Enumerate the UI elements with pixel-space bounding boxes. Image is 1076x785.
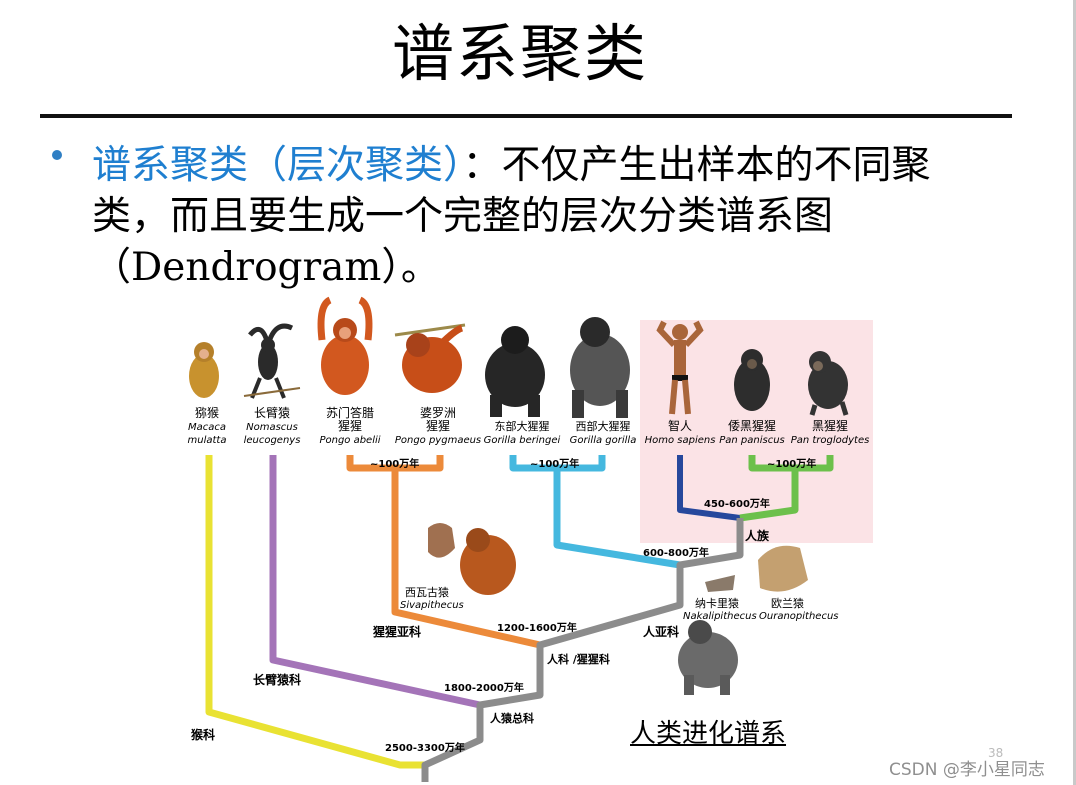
bullet-text: 谱系聚类（层次聚类）：不仅产生出样本的不同聚类，而且要生成一个完整的层次分类谱系… [92,140,992,293]
species-label-cn: 倭黑猩猩 [728,418,776,433]
branch-homo [677,455,741,521]
label-hylobatidae: 长臂猿科 [253,672,301,687]
bullet-rest: ：不仅产生出样本的不同聚类，而且要生成一个完整的层次分类谱系图（Dendrogr… [92,143,931,290]
species-label-cn: 猩猩 [426,418,450,433]
species-label-cn: 猕猴 [195,406,219,420]
nakalipithecus-picture [705,575,735,592]
species-label-latin: leucogenys [244,435,301,446]
label-ourano-latin: Ouranopithecus [759,611,839,622]
species-label-latin: Pan troglodytes [791,435,870,446]
figure-caption: 人类进化谱系 [630,719,787,749]
eastern-gorilla-picture [485,326,545,417]
label-cercopithecidae: 猴科 [191,727,215,742]
label-hominidae-time: 1200-1600万年 [497,621,577,634]
species-label-latin: mulatta [188,435,227,446]
label-sivapithecus-cn: 西瓦古猿 [405,585,449,599]
branch-cercopithecidae [205,455,425,769]
species-label-latin: Gorilla gorilla [570,435,637,446]
label-root-time: 2500-3300万年 [385,741,465,754]
species-label-latin: Pan paniscus [719,435,785,446]
species-label-cn: 黑猩猩 [812,418,848,433]
slide-title: 谱系聚类 [391,17,648,90]
label-hominidae: 人科 /猩猩科 [547,652,610,666]
label-ponginae: 猩猩亚科 [372,624,421,639]
label-orang-split: ~100万年 [370,457,419,470]
label-hominoidea-time: 1800-2000万年 [444,681,524,694]
branch-labels: ~100万年 ~100万年 ~100万年 450-600万年 人族 600-80… [191,457,839,754]
species-label-cn: 猩猩 [338,418,362,433]
label-nakali-latin: Nakalipithecus [683,611,757,622]
species-labels: 猕猴 Macaca mulatta 长臂猿 Nomascus leucogeny… [188,405,870,446]
bornean-orangutan-picture [394,323,466,393]
species-label-latin: Homo sapiens [645,435,716,446]
label-homo-pan: 450-600万年 [704,497,770,510]
sumatran-orangutan-picture [317,296,373,395]
label-sivapithecus-latin: Sivapithecus [400,600,464,611]
slide-right-border [1073,0,1076,785]
species-label-cn: 东部大猩猩 [495,419,550,433]
gorilla-fossil-animal-picture [678,620,738,695]
label-hominini: 人族 [745,528,770,543]
species-label-cn: 婆罗洲 [420,406,456,420]
macaque-picture [189,342,219,398]
species-label-cn: 长臂猿 [254,405,290,420]
label-nakali-cn: 纳卡里猿 [695,596,739,610]
sivapithecus-picture [428,523,516,595]
species-label-cn: 智人 [668,418,692,433]
label-hominoidea: 人猿总科 [490,711,534,725]
label-gorilla-split: ~100万年 [530,457,579,470]
gibbon-picture [243,323,301,399]
species-label-latin: Macaca [188,422,226,433]
bullet-dot-icon [52,150,62,160]
branch-ponginae [346,455,541,649]
species-label-latin: Gorilla beringei [484,435,561,446]
species-label-cn: 西部大猩猩 [576,419,631,433]
csdn-watermark: CSDN @李小星同志 [889,760,1045,780]
bonobo-picture [734,349,770,411]
species-label-latin: Nomascus [246,422,298,433]
branch-gorillini [509,455,681,569]
chimpanzee-picture [808,351,849,416]
homo-sapiens-picture [656,320,704,415]
label-homininae-time: 600-800万年 [643,546,709,559]
branch-hylobatidae [269,455,481,709]
branch-trunk [421,518,744,782]
species-label-latin: Pongo pygmaeus [395,435,481,446]
western-gorilla-picture [570,317,630,418]
label-pan-split: ~100万年 [767,457,816,470]
species-label-latin: Pongo abelii [319,435,380,446]
label-ourano-cn: 欧兰猿 [771,596,804,610]
title-underline [40,114,1012,118]
species-label-cn: 苏门答腊 [326,405,374,420]
bullet-highlight: 谱系聚类（层次聚类） [92,143,463,188]
label-homininae: 人亚科 [643,624,679,639]
branch-pan [739,455,834,522]
ouranopithecus-picture [758,545,808,592]
page-number: 38 [988,746,1004,760]
